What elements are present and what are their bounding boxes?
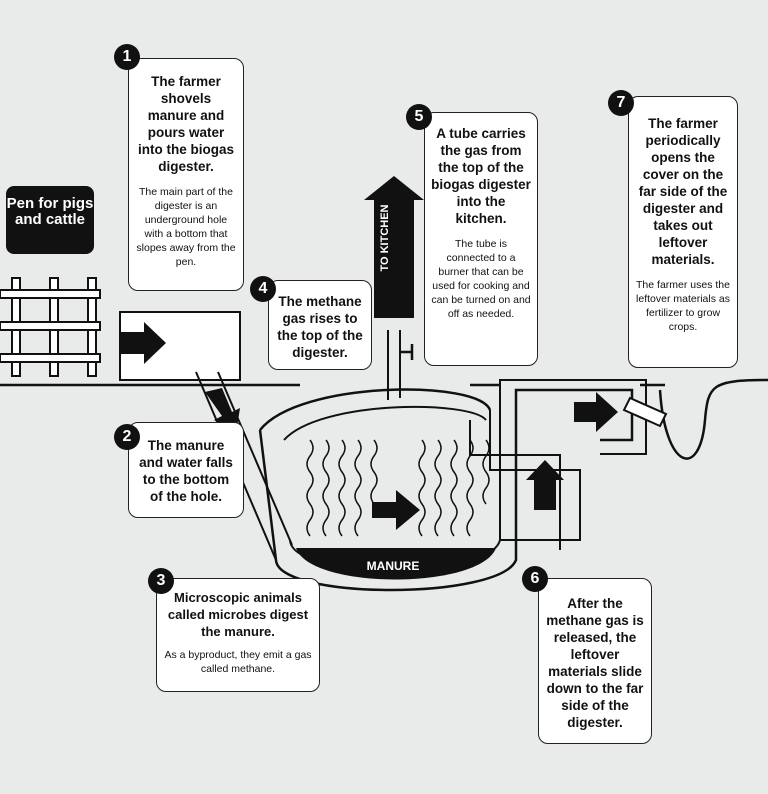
manure-layer bbox=[296, 548, 496, 580]
flow-arrow-middle bbox=[372, 490, 420, 530]
step-1-title: The farmer shovels manure and pours wate… bbox=[138, 74, 234, 174]
field-curve bbox=[658, 378, 768, 460]
step-1-box: The farmer shovels manure and pours wate… bbox=[128, 58, 244, 291]
step-6-badge: 6 bbox=[522, 566, 548, 592]
pen-label: Pen for pigs and cattle bbox=[6, 186, 94, 254]
step-4-badge: 4 bbox=[250, 276, 276, 302]
step-5-box: A tube carries the gas from the top of t… bbox=[424, 112, 538, 366]
pen-fence bbox=[0, 277, 101, 377]
step-5-badge: 5 bbox=[406, 104, 432, 130]
inlet-arrow bbox=[120, 322, 166, 364]
digester-outer bbox=[274, 388, 634, 592]
digester-inner-dome bbox=[283, 405, 487, 441]
step-3-title: Microscopic animals called microbes dige… bbox=[167, 590, 309, 639]
step-4-title: The methane gas rises to the top of the … bbox=[277, 294, 363, 360]
outlet-right-arrow bbox=[574, 392, 618, 432]
step-2-box: The manure and water falls to the bottom… bbox=[128, 422, 244, 518]
step-3-detail: As a byproduct, they emit a gas called m… bbox=[164, 649, 312, 675]
step-2-badge: 2 bbox=[114, 424, 140, 450]
gas-pipe bbox=[387, 330, 401, 400]
step-1-detail: The main part of the digester is an unde… bbox=[136, 186, 236, 268]
step-5-title: A tube carries the gas from the top of t… bbox=[431, 126, 531, 226]
step-5-detail: The tube is connected to a burner that c… bbox=[431, 238, 531, 320]
step-7-box: The farmer periodically opens the cover … bbox=[628, 96, 738, 368]
digester-left-wall bbox=[258, 429, 278, 561]
digester-dome bbox=[259, 388, 492, 431]
step-4-box: The methane gas rises to the top of the … bbox=[268, 280, 372, 370]
step-3-badge: 3 bbox=[148, 568, 174, 594]
outlet-lid bbox=[622, 396, 668, 428]
gas-valve bbox=[400, 344, 414, 360]
step-3-box: Microscopic animals called microbes dige… bbox=[156, 578, 320, 692]
kitchen-arrow bbox=[364, 176, 424, 318]
step-6-title: After the methane gas is released, the l… bbox=[546, 596, 644, 730]
outlet-channel bbox=[469, 410, 581, 550]
step-6-box: After the methane gas is released, the l… bbox=[538, 578, 652, 744]
step-1-badge: 1 bbox=[114, 44, 140, 70]
outlet-up-arrow bbox=[526, 460, 564, 510]
step-2-title: The manure and water falls to the bottom… bbox=[139, 438, 233, 504]
kitchen-label: TO KITCHEN bbox=[379, 204, 391, 272]
manure-label: MANURE bbox=[366, 559, 420, 573]
step-7-detail: The farmer uses the leftover materials a… bbox=[636, 279, 730, 333]
methane-waves bbox=[306, 439, 490, 537]
step-7-badge: 7 bbox=[608, 90, 634, 116]
step-7-title: The farmer periodically opens the cover … bbox=[638, 116, 728, 267]
